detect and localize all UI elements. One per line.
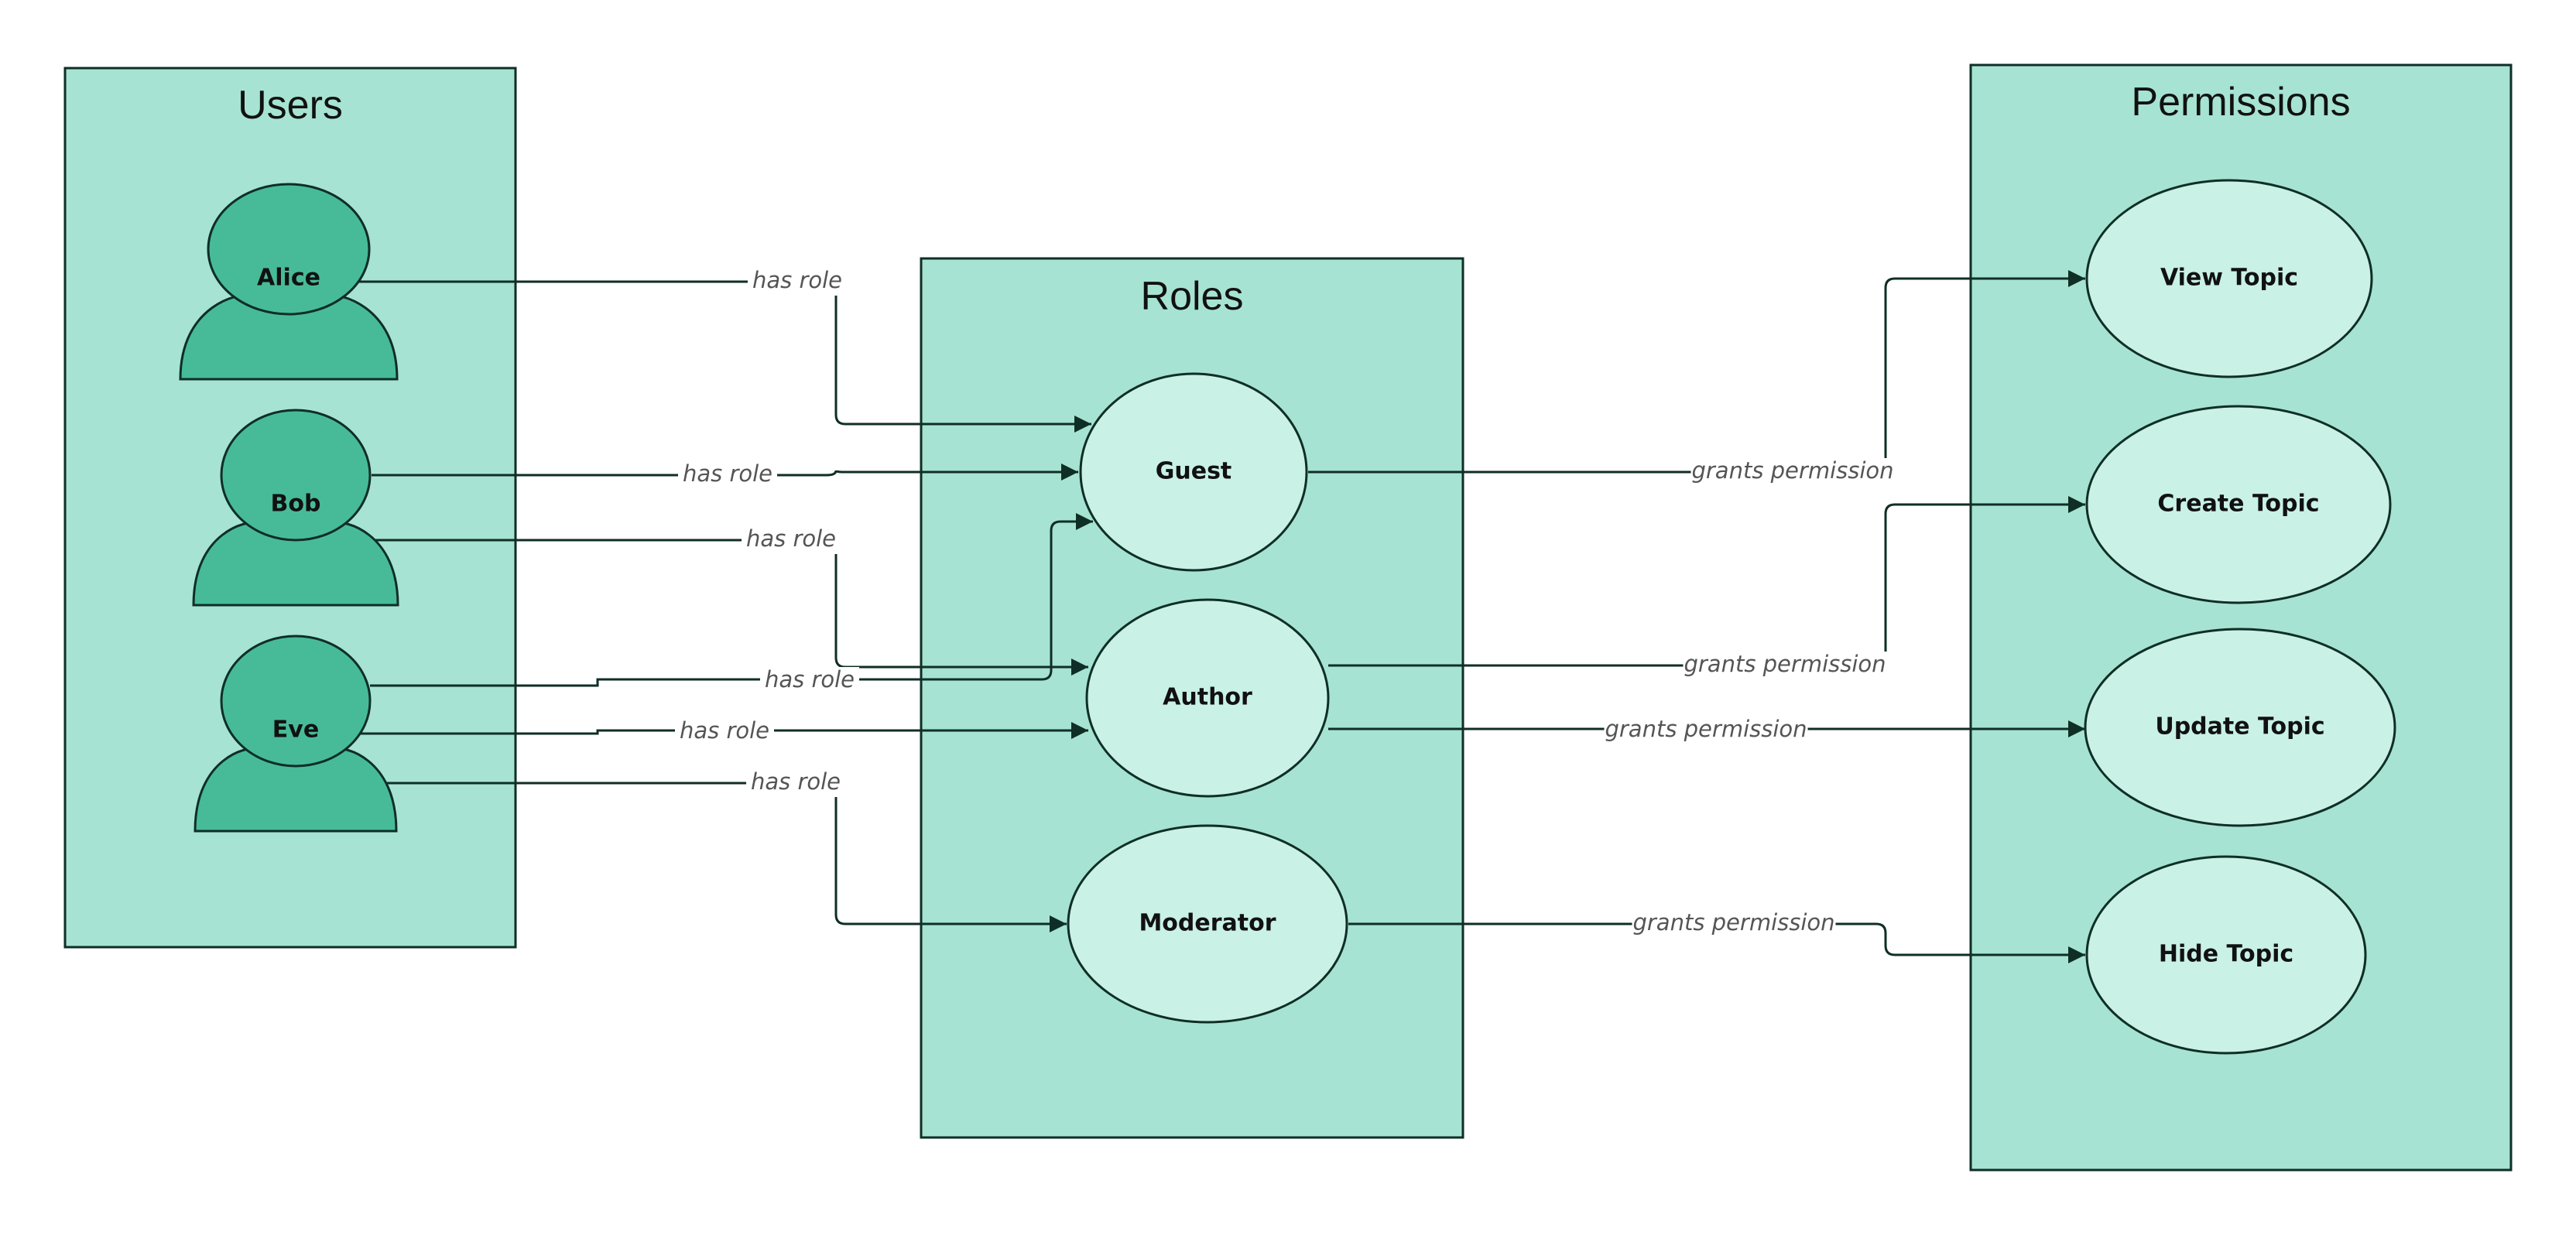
edge-label-text: has role (746, 525, 836, 552)
edge-label-background (760, 667, 859, 695)
permission-update[interactable]: Update Topic (2084, 628, 2396, 827)
edge-label-text: grants permission (1632, 909, 1834, 936)
permissions-group-title: Permissions (2131, 80, 2350, 125)
edge-label-background (742, 526, 841, 554)
person-neck-shape (260, 520, 331, 532)
permission-create[interactable]: Create Topic (2085, 405, 2392, 604)
person-neck-shape (253, 292, 324, 305)
permission-view[interactable]: View Topic (2085, 179, 2373, 378)
role-label: Guest (1156, 458, 1232, 485)
edge-label-author-create: grants permission (1683, 651, 1887, 679)
edge-label-text: grants permission (1684, 651, 1886, 677)
role-label: Moderator (1139, 910, 1276, 937)
role-ellipse (1085, 598, 1330, 798)
edge-label-text: has role (751, 768, 841, 795)
edge-label-eve-moderator: has role (746, 768, 845, 797)
edge-label-author-update: grants permission (1604, 716, 1808, 744)
edge-label-moderator-hide: grants permission (1632, 909, 1836, 938)
user-label: Bob (271, 491, 321, 518)
edge-label-bob-author: has role (742, 525, 841, 554)
permission-label: Create Topic (2157, 491, 2319, 518)
edge-label-background (678, 461, 777, 489)
edge-label-eve-author: has role (675, 717, 774, 746)
edge-label-guest-view: grants permission (1690, 457, 1895, 486)
role-moderator[interactable]: Moderator (1067, 824, 1348, 1024)
edge-label-text: has role (683, 460, 772, 487)
person-neck-shape (260, 746, 331, 758)
edge-eve-author (356, 722, 1088, 739)
user-eve[interactable]: Eve (194, 635, 398, 833)
edge-label-text: grants permission (1691, 457, 1893, 484)
user-label: Alice (257, 265, 320, 292)
edge-label-background (1683, 652, 1887, 679)
edge-label-text: has role (765, 666, 855, 693)
edge-bob-guest (372, 464, 1078, 481)
permission-ellipse (2084, 628, 2396, 827)
edge-label-alice-guest: has role (748, 267, 847, 296)
edge-label-text: has role (680, 717, 769, 744)
edge-label-background (1690, 458, 1895, 486)
user-bob[interactable]: Bob (192, 409, 399, 607)
permission-label: Hide Topic (2159, 941, 2293, 968)
edge-label-background (746, 769, 845, 797)
edge-eve-guest (370, 513, 1093, 687)
edge-labels-layer: has role has role has role has role has role… (675, 267, 1895, 938)
edge-moderator-hide (1348, 922, 2085, 963)
person-head-shape (220, 635, 372, 768)
edge-label-background (675, 718, 774, 746)
role-guest[interactable]: Guest (1079, 372, 1308, 572)
role-ellipse (1079, 372, 1308, 572)
permission-ellipse (2085, 855, 2367, 1055)
permission-label: Update Topic (2155, 713, 2324, 741)
edge-label-eve-guest: has role (760, 666, 859, 695)
role-author[interactable]: Author (1085, 598, 1330, 798)
permission-ellipse (2085, 405, 2392, 604)
user-alice[interactable]: Alice (179, 183, 399, 381)
edge-label-background (1604, 717, 1808, 744)
roles-group-title: Roles (1141, 274, 1244, 319)
person-head-shape (207, 183, 371, 316)
person-head-shape (220, 409, 372, 542)
edge-label-bob-guest: has role (678, 460, 777, 489)
permission-ellipse (2085, 179, 2373, 378)
permission-hide[interactable]: Hide Topic (2085, 855, 2367, 1055)
role-label: Author (1163, 684, 1252, 711)
permission-label: View Topic (2160, 265, 2298, 292)
edge-label-text: grants permission (1605, 716, 1807, 742)
edge-label-text: has role (752, 267, 842, 293)
edge-label-background (748, 268, 847, 296)
edge-label-background (1632, 910, 1836, 938)
user-label: Eve (272, 717, 319, 744)
users-group-title: Users (238, 83, 343, 128)
role-ellipse (1067, 824, 1348, 1024)
